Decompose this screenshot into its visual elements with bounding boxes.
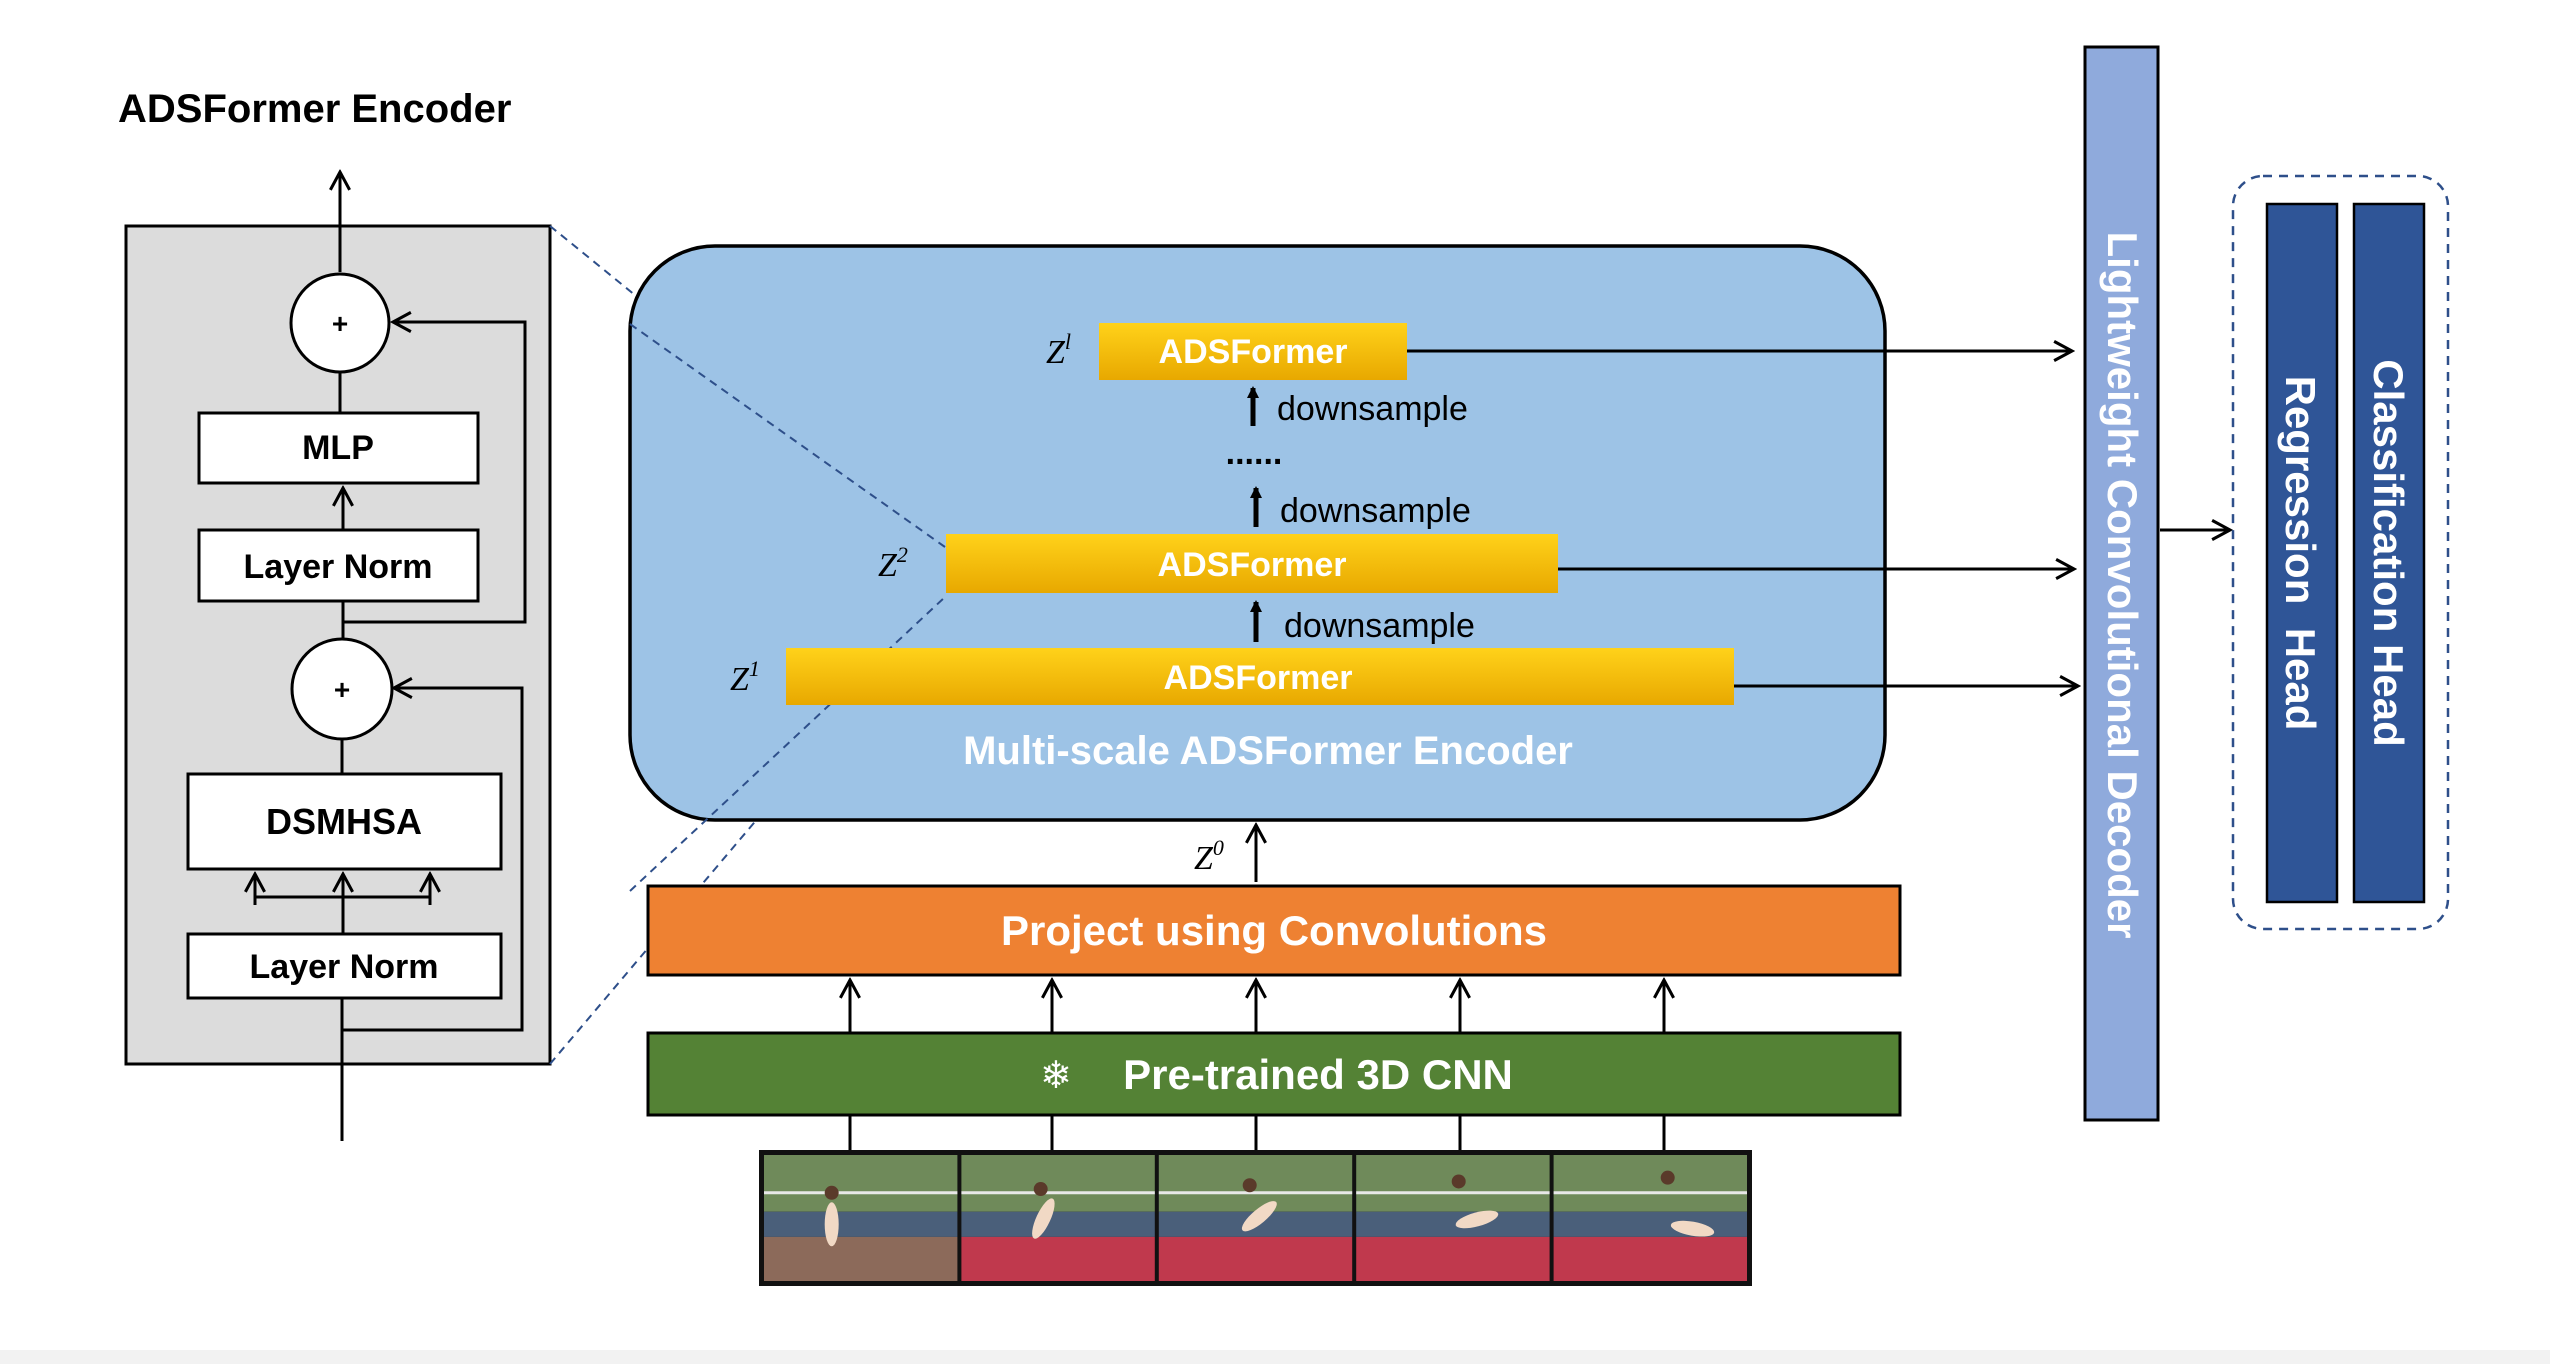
video-frame	[1553, 1155, 1747, 1281]
ellipsis: ......	[1226, 434, 1283, 472]
pretrained-cnn-block	[646, 1031, 1902, 1117]
z-bottom-label: Z1	[730, 656, 760, 698]
adsformer-block-top	[1099, 323, 1407, 380]
residual-add-bottom-symbol: +	[334, 674, 350, 705]
dsmhsa-label: DSMHSA	[266, 801, 422, 842]
layer-norm-bottom-box	[186, 932, 503, 1000]
residual-add-top	[289, 272, 391, 374]
video-frames-strip	[759, 1150, 1752, 1286]
multiscale-encoder-title: Multi-scale ADSFormer Encoder	[963, 729, 1573, 773]
adsformer-middle-label: ADSFormer	[1158, 546, 1347, 584]
downsample-middle-label: downsample	[1280, 492, 1471, 530]
decoder-block	[2083, 45, 2160, 1122]
z0-label: Z0	[1194, 835, 1224, 877]
video-frame	[764, 1155, 958, 1281]
regression-head-block	[2265, 202, 2339, 904]
z-top-label: Zl	[1046, 329, 1071, 371]
decoder-label: Lightweight Convolutional Decoder	[2099, 232, 2146, 939]
adsformer-block-bottom	[786, 648, 1734, 705]
bottom-strip	[0, 1350, 2550, 1364]
adsformer-block-middle	[946, 534, 1558, 593]
adsformer-top-label: ADSFormer	[1159, 333, 1348, 371]
downsample-bottom-label: downsample	[1284, 607, 1475, 645]
regression-head-label: Regression Head	[2277, 376, 2324, 731]
project-convolutions-label: Project using Convolutions	[1001, 907, 1547, 954]
layer-norm-bottom-label: Layer Norm	[250, 948, 439, 986]
snowflake-icon: ❄	[1040, 1053, 1072, 1097]
z-middle-label: Z2	[878, 542, 908, 584]
dsmhsa-box	[186, 772, 503, 871]
mlp-box	[197, 411, 480, 485]
heads-group-frame	[2231, 174, 2450, 931]
classification-head-label: Classification Head	[2365, 359, 2412, 746]
residual-add-top-symbol: +	[332, 308, 348, 339]
layer-norm-top-box	[197, 528, 480, 603]
downsample-top-label: downsample	[1277, 390, 1468, 428]
cnn-to-project-arrows	[850, 980, 1664, 1032]
frames-to-cnn-lines	[848, 1115, 1666, 1151]
skip-connection-bottom	[342, 688, 524, 1032]
zoom-line-bottom-overlay	[629, 596, 946, 892]
multiscale-encoder: ADSFormer Zl downsample ...... downsampl…	[628, 244, 1887, 892]
video-frame	[961, 1155, 1155, 1281]
video-frame	[1158, 1155, 1353, 1281]
project-convolutions-block	[646, 884, 1902, 977]
skip-connection-top	[343, 322, 527, 624]
adsformer-bottom-label: ADSFormer	[1164, 659, 1353, 697]
video-frame	[1356, 1155, 1550, 1281]
mlp-label: MLP	[302, 429, 374, 467]
classification-head-block	[2352, 202, 2426, 904]
encoder-panel: + MLP Layer Norm + DSMHSA Layer Norm	[124, 172, 552, 1141]
encoder-panel-title: ADSFormer Encoder	[118, 87, 511, 131]
pretrained-cnn-label: Pre-trained 3D CNN	[1123, 1051, 1513, 1098]
layer-norm-top-label: Layer Norm	[244, 548, 433, 586]
